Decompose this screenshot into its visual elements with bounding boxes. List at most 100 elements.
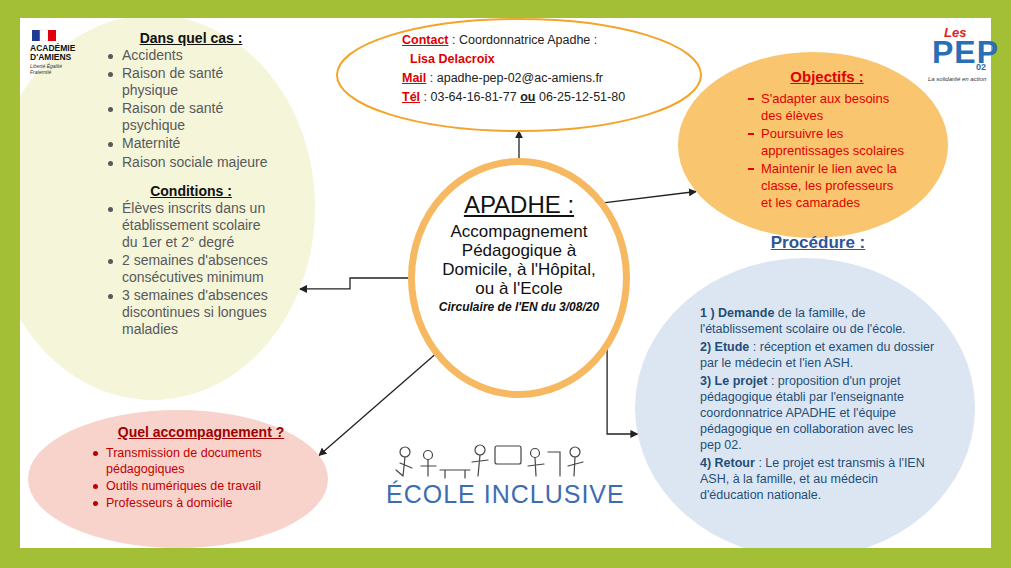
text-row: Maternité [105,135,277,152]
text-row: Mail : apadhe-pep-02@ac-amiens.fr [402,69,692,88]
node-text: : 03-64-16-81-77 [424,90,517,104]
node-text: Objectifs : [790,68,863,85]
text-area: Quel accompagnement ? Transmission de doc… [90,424,312,512]
bullet-dot [108,161,113,166]
node-text: Contact [402,33,449,47]
text-area: Contact: Coordonnatrice Apadhe : Lisa Del… [402,31,692,107]
text-row: Conditions : [105,183,277,200]
text-row: Poursuivre les apprentissages scolaires [748,125,906,159]
node-text: 2) Etude [700,340,749,354]
node-text: Transmission de documents pédagogiques [106,446,262,476]
node-text: Outils numériques de travail [106,479,261,493]
node-text: Procédure : [771,233,865,252]
illustration-title: ÉCOLE INCLUSIVE [386,480,625,509]
node-text: Tél [402,90,420,104]
text-row: Dans quel cas : [105,30,277,47]
academy-name: ACADÉMIE D'AMIENS [30,44,92,62]
node-text: : apadhe-pep-02@ac-amiens.fr [430,71,603,85]
ellipse-shape [337,19,701,131]
text-row: 3 semaines d'absences discontinues si lo… [105,287,277,338]
node-text: Raison de santé physique [122,65,223,98]
bullet-dot [108,142,113,147]
node-text: Dans quel cas : [140,30,243,46]
text-row: Raison de santé psychique [105,100,277,134]
bullet-dot [108,107,113,112]
text-row: 2) Etude: réception et examen du dossier… [700,339,936,371]
bullet-dot [108,72,113,77]
dash-marker [748,168,754,170]
text-row: Maintenir le lien avec la classe, les pr… [748,160,906,211]
flag-symbol [32,30,56,41]
text-row: Outils numériques de travail [90,478,312,494]
ellipse-shape [678,52,948,238]
procedure-circle: Procédure : 1 ) Demandede la famille, de … [635,228,975,563]
text-row: Professeurs à domicile [90,495,312,511]
school-drawing [396,445,583,478]
bullet-dot [93,451,98,456]
text-row: Raison de santé physique [105,65,277,99]
arrow-connector [300,278,412,289]
bullet-dot [93,501,98,506]
bullet-dot [108,207,113,212]
arrow-connector [601,192,696,204]
node-text: 3) Le projet [700,374,767,388]
text-row: Procédure : [700,232,936,254]
text-row: 1 ) Demandede la famille, de l'établisse… [700,305,936,337]
logo-slogan: La solidarité en action [928,76,986,82]
bullet-dot [108,259,113,264]
text-row: 2 semaines d'absences consécutives minim… [105,252,277,286]
text-row: Élèves inscrits dans un établissement sc… [105,200,277,251]
node-text: Maternité [122,135,180,151]
bullet-dot [93,484,98,489]
text-area: Objectifs : S'adapter aux besoins des élè… [748,68,906,212]
dash-marker [748,98,754,100]
arrow-connector [319,353,437,456]
node-text: 06-25-12-51-80 [539,90,625,104]
arrow-connector [607,345,638,434]
text-row: Lisa Delacroix [402,50,692,69]
text-row: S'adapter aux besoins des élèves [748,90,906,124]
text-row: 4) Retour: Le projet est transmis à l'IE… [700,455,936,503]
text-row: Raison sociale majeure [105,154,277,171]
central-circle: APADHE : Accompagnement Pédagogique à Dom… [408,158,630,398]
node-text: APADHE : [464,191,574,218]
dash-marker [748,133,754,135]
node-text: Maintenir le lien avec la classe, les pr… [761,161,897,210]
node-text: Lisa Delacroix [402,52,495,66]
node-text: Raison de santé psychique [122,100,223,133]
text-area: Procédure : 1 ) Demandede la famille, de … [700,232,936,505]
node-text: 2 semaines d'absences consécutives minim… [122,252,268,285]
ellipse-shape [635,258,975,558]
ellipse-shape [0,15,315,400]
node-text: 4) Retour [700,456,755,470]
text-row: Transmission de documents pédagogiques [90,445,312,477]
node-text: 1 ) Demande [700,306,774,320]
node-text: Quel accompagnement ? [118,424,284,440]
text-area: Dans quel cas :AccidentsRaison de santé … [105,30,277,339]
arrow-connector [518,131,519,162]
bullet-dot [108,54,113,59]
node-text: Mail [402,71,426,85]
bullet-dot [108,294,113,299]
node-text: Poursuivre les apprentissages scolaires [761,126,904,158]
logo-text: PEP [932,34,999,71]
node-text: Professeurs à domicile [106,496,232,510]
node-text: Accompagnement Pédagogique à Domicile, à… [442,222,595,298]
node-text: Circulaire de l'EN du 3/08/20 [439,300,599,314]
text-row: 3) Le projet: proposition d'un projet pé… [700,373,936,453]
objectives-circle: Objectifs : S'adapter aux besoins des élè… [678,52,948,238]
node-text: : Coordonnatrice Apadhe : [452,33,597,47]
node-text: Accidents [122,47,183,63]
academy-motto: Liberté Égalité Fraternité [30,63,62,75]
node-text: S'adapter aux besoins des élèves [761,91,889,123]
text-row: Accompagnement Pédagogique à Domicile, à… [434,222,604,298]
node-text: 3 semaines d'absences discontinues si lo… [122,287,268,337]
node-text: Élèves inscrits dans un établissement sc… [122,200,265,250]
ellipse-shape [28,410,328,548]
support-oval: Quel accompagnement ? Transmission de doc… [28,410,328,548]
node-text: ou [520,90,535,104]
text-row: APADHE : [434,190,604,219]
text-area: APADHE : Accompagnement Pédagogique à Dom… [434,190,604,315]
contact-oval: Contact: Coordonnatrice Apadhe : Lisa Del… [336,18,702,132]
text-row: Objectifs : [748,68,906,85]
